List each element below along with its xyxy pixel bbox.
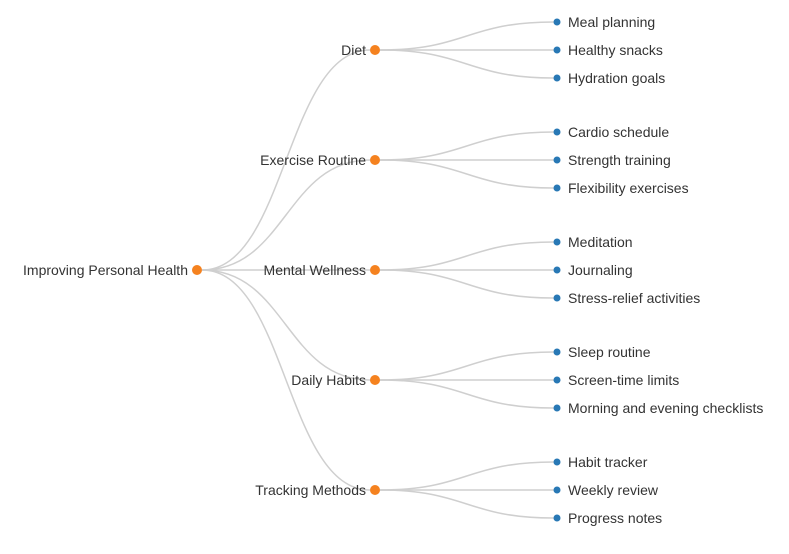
- nodes-layer: Improving Personal Health Diet Meal planni…: [23, 14, 763, 526]
- edge-root-to-branch: [201, 49, 371, 271]
- leaf-node-label[interactable]: Healthy snacks: [568, 42, 663, 58]
- leaf-node-label[interactable]: Weekly review: [568, 482, 659, 498]
- branch-node-dot[interactable]: [370, 45, 380, 55]
- leaf-node-dot[interactable]: [553, 128, 561, 136]
- edge-branch-to-leaf: [379, 241, 554, 271]
- branch-node-dot[interactable]: [370, 155, 380, 165]
- edge-branch-to-leaf: [379, 49, 554, 79]
- leaf-node-label[interactable]: Morning and evening checklists: [568, 400, 763, 416]
- branch-node-label[interactable]: Daily Habits: [291, 372, 366, 388]
- branch-node-dot[interactable]: [370, 375, 380, 385]
- edge-root-to-branch: [201, 269, 371, 491]
- edge-branch-to-leaf: [379, 461, 554, 491]
- root-node-label[interactable]: Improving Personal Health: [23, 262, 188, 278]
- leaf-node-label[interactable]: Flexibility exercises: [568, 180, 689, 196]
- leaf-node-dot[interactable]: [553, 266, 561, 274]
- edge-branch-to-leaf: [379, 269, 554, 299]
- branch-node-label[interactable]: Tracking Methods: [255, 482, 366, 498]
- leaf-node-dot[interactable]: [553, 486, 561, 494]
- leaf-node-dot[interactable]: [553, 18, 561, 26]
- edge-root-to-branch: [201, 159, 371, 271]
- edge-branch-to-leaf: [379, 21, 554, 51]
- branch-node-dot[interactable]: [370, 485, 380, 495]
- leaf-node-label[interactable]: Cardio schedule: [568, 124, 669, 140]
- leaf-node-dot[interactable]: [553, 46, 561, 54]
- branch-node-label[interactable]: Diet: [341, 42, 366, 58]
- leaf-node-label[interactable]: Strength training: [568, 152, 671, 168]
- edge-root-to-branch: [201, 269, 371, 381]
- edge-branch-to-leaf: [379, 351, 554, 381]
- leaf-node-label[interactable]: Stress-relief activities: [568, 290, 700, 306]
- leaf-node-dot[interactable]: [553, 74, 561, 82]
- leaf-node-dot[interactable]: [553, 404, 561, 412]
- edge-branch-to-leaf: [379, 489, 554, 519]
- leaf-node-label[interactable]: Meditation: [568, 234, 633, 250]
- edge-branch-to-leaf: [379, 159, 554, 189]
- edges-layer: [201, 21, 554, 519]
- leaf-node-dot[interactable]: [553, 156, 561, 164]
- leaf-node-label[interactable]: Habit tracker: [568, 454, 648, 470]
- leaf-node-label[interactable]: Hydration goals: [568, 70, 665, 86]
- leaf-node-label[interactable]: Journaling: [568, 262, 633, 278]
- leaf-node-dot[interactable]: [553, 514, 561, 522]
- branch-node-label[interactable]: Mental Wellness: [264, 262, 366, 278]
- leaf-node-label[interactable]: Meal planning: [568, 14, 655, 30]
- edge-branch-to-leaf: [379, 131, 554, 161]
- leaf-node-dot[interactable]: [553, 294, 561, 302]
- leaf-node-dot[interactable]: [553, 184, 561, 192]
- leaf-node-label[interactable]: Progress notes: [568, 510, 662, 526]
- branch-node-label[interactable]: Exercise Routine: [260, 152, 366, 168]
- edge-branch-to-leaf: [379, 379, 554, 409]
- leaf-node-label[interactable]: Screen-time limits: [568, 372, 679, 388]
- leaf-node-dot[interactable]: [553, 348, 561, 356]
- leaf-node-label[interactable]: Sleep routine: [568, 344, 651, 360]
- branch-node-dot[interactable]: [370, 265, 380, 275]
- leaf-node-dot[interactable]: [553, 376, 561, 384]
- leaf-node-dot[interactable]: [553, 238, 561, 246]
- leaf-node-dot[interactable]: [553, 458, 561, 466]
- root-node-dot[interactable]: [192, 265, 202, 275]
